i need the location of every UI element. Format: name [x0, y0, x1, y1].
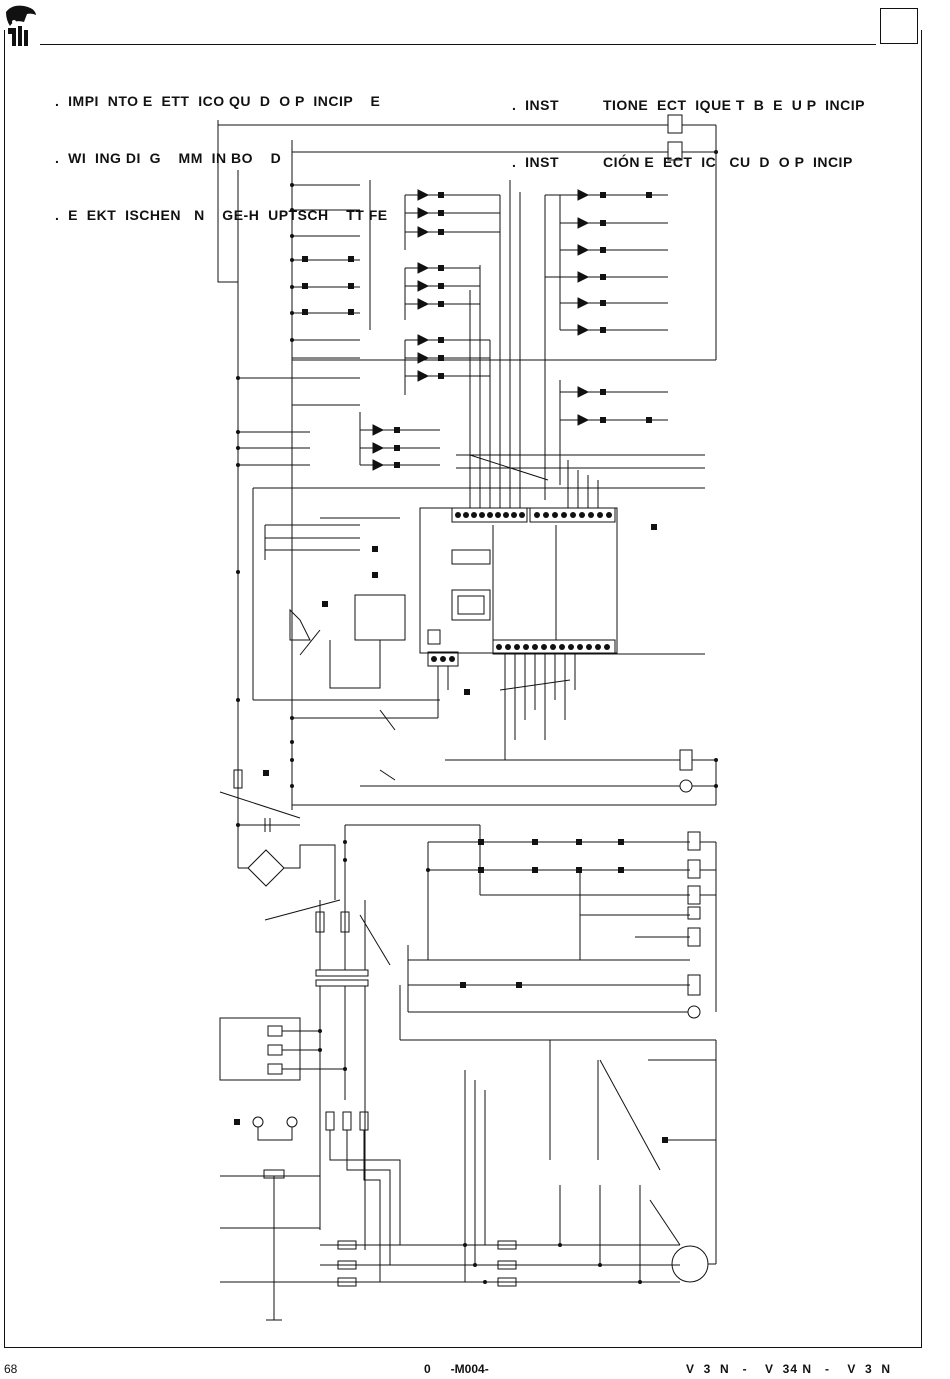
manufacturer-logo-icon	[2, 2, 40, 50]
title-block-left: . IMPI NTO E ETT ICO QU D O P INCIP E . …	[55, 54, 388, 244]
page-frame	[4, 30, 922, 1348]
page-marker-box	[880, 8, 918, 44]
title-line-italian: . IMPI NTO E ETT ICO QU D O P INCIP E	[55, 93, 381, 109]
page-number: 68	[4, 1362, 18, 1376]
title-block-right: . INST TIONE ECT IQUE T B E U P INCIP . …	[512, 58, 865, 191]
document-code: 0 -M004-	[424, 1362, 489, 1376]
header-rule	[40, 44, 876, 45]
title-line-german: . E EKT ISCHEN N GE-H UPTSCH TT FE	[55, 207, 388, 223]
title-line-english: . WI ING DI G MM IN BO D	[55, 150, 282, 166]
model-list: V 3 N - V 34 N - V 3 N	[686, 1362, 892, 1376]
title-line-spanish: . INST CIÓN E ECT IC CU D O P INCIP	[512, 154, 853, 170]
title-line-french: . INST TIONE ECT IQUE T B E U P INCIP	[512, 97, 865, 113]
